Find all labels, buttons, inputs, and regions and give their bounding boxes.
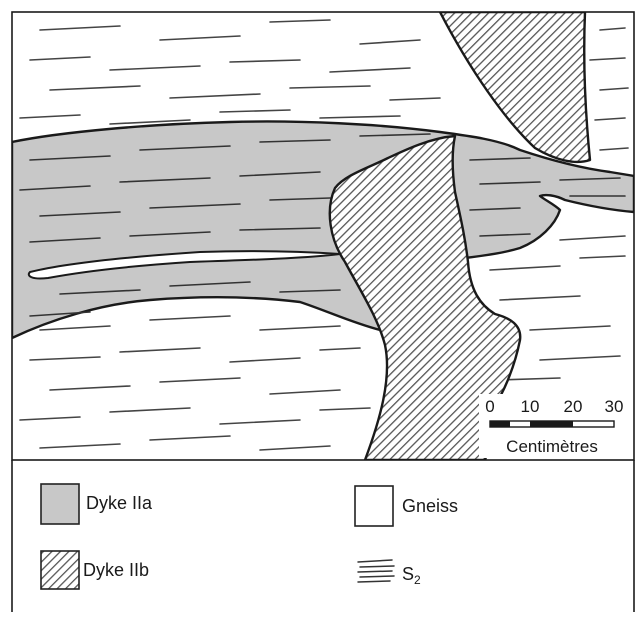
scale-tick-20: 20 xyxy=(564,397,583,416)
legend-label-s2-subscript: 2 xyxy=(414,573,421,587)
legend: Dyke IIa Gneiss Dyke IIb S2 xyxy=(12,460,634,612)
legend-swatch-gneiss xyxy=(355,486,393,526)
scale-tick-10: 10 xyxy=(521,397,540,416)
scale-bar: 0 10 20 30 Centimètres xyxy=(479,394,629,458)
map-area xyxy=(12,12,634,460)
legend-label-s2: S2 xyxy=(402,564,421,587)
legend-swatch-dyke-2a xyxy=(41,484,79,524)
scale-unit-label: Centimètres xyxy=(506,437,598,456)
scale-tick-30: 30 xyxy=(605,397,624,416)
legend-swatch-s2 xyxy=(358,560,394,582)
legend-label-dyke-2b: Dyke IIb xyxy=(83,560,149,580)
scale-tick-0: 0 xyxy=(485,397,494,416)
legend-label-gneiss: Gneiss xyxy=(402,496,458,516)
legend-swatch-dyke-2b xyxy=(41,551,79,589)
legend-label-dyke-2a: Dyke IIa xyxy=(86,493,153,513)
